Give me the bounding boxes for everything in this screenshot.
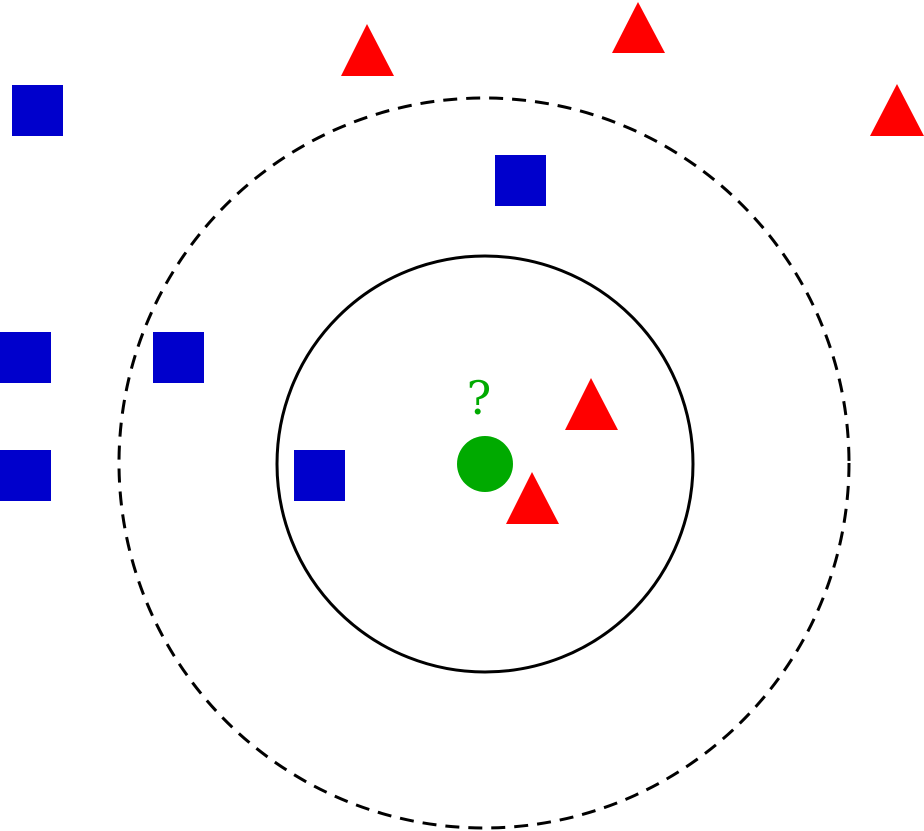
outer-neighborhood-circle [117, 96, 851, 830]
blue-square-icon [495, 155, 546, 206]
blue-square-icon [294, 450, 345, 501]
red-triangle-icon [870, 84, 924, 136]
red-triangle-icon [565, 378, 618, 430]
blue-square-icon [0, 450, 51, 501]
inner-neighborhood-circle [275, 254, 695, 674]
red-triangle-icon [506, 472, 559, 524]
blue-square-icon [12, 85, 63, 136]
red-triangle-icon [612, 2, 665, 53]
blue-square-icon [153, 332, 204, 383]
red-triangle-icon [341, 24, 394, 76]
blue-square-icon [0, 332, 51, 383]
query-point-icon [457, 436, 513, 492]
query-label: ? [467, 371, 492, 425]
